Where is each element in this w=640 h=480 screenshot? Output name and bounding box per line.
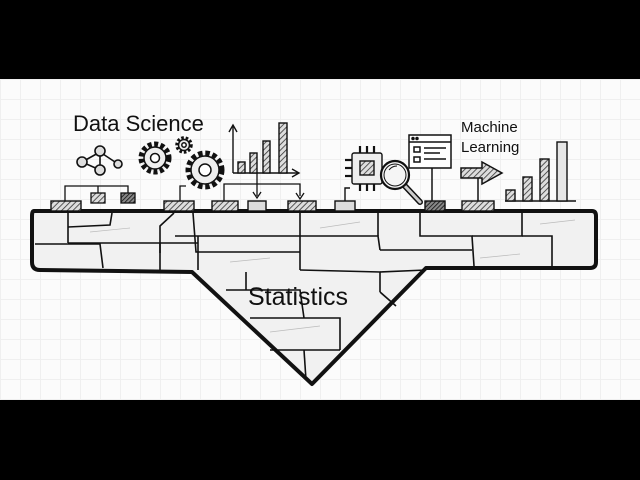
- machine-learning-label-line2: Learning: [461, 139, 519, 156]
- tree-connector: [64, 185, 129, 201]
- statistics-foundation: [30, 209, 598, 386]
- diagram-canvas: Data Science: [0, 79, 640, 400]
- machine-learning-label-line1: Machine: [461, 119, 518, 136]
- network-graph-icon: [76, 145, 123, 176]
- diagram-svg: Data Science: [30, 111, 598, 386]
- tree-node: [90, 192, 106, 204]
- statistics-label: Statistics: [248, 283, 348, 311]
- chart-connectors: [223, 173, 305, 201]
- dashboard-window-icon: [408, 134, 452, 201]
- gears-icon: [138, 136, 225, 190]
- tree-node: [120, 192, 136, 204]
- bar-chart-icon: [228, 122, 301, 178]
- ml-bar-chart-icon: [505, 141, 576, 202]
- data-science-label: Data Science: [73, 111, 204, 136]
- magnifying-glass-icon: [379, 159, 423, 205]
- gear-connector: [179, 185, 186, 201]
- microchip-icon: [344, 146, 383, 201]
- arrow-right-icon: [460, 160, 504, 201]
